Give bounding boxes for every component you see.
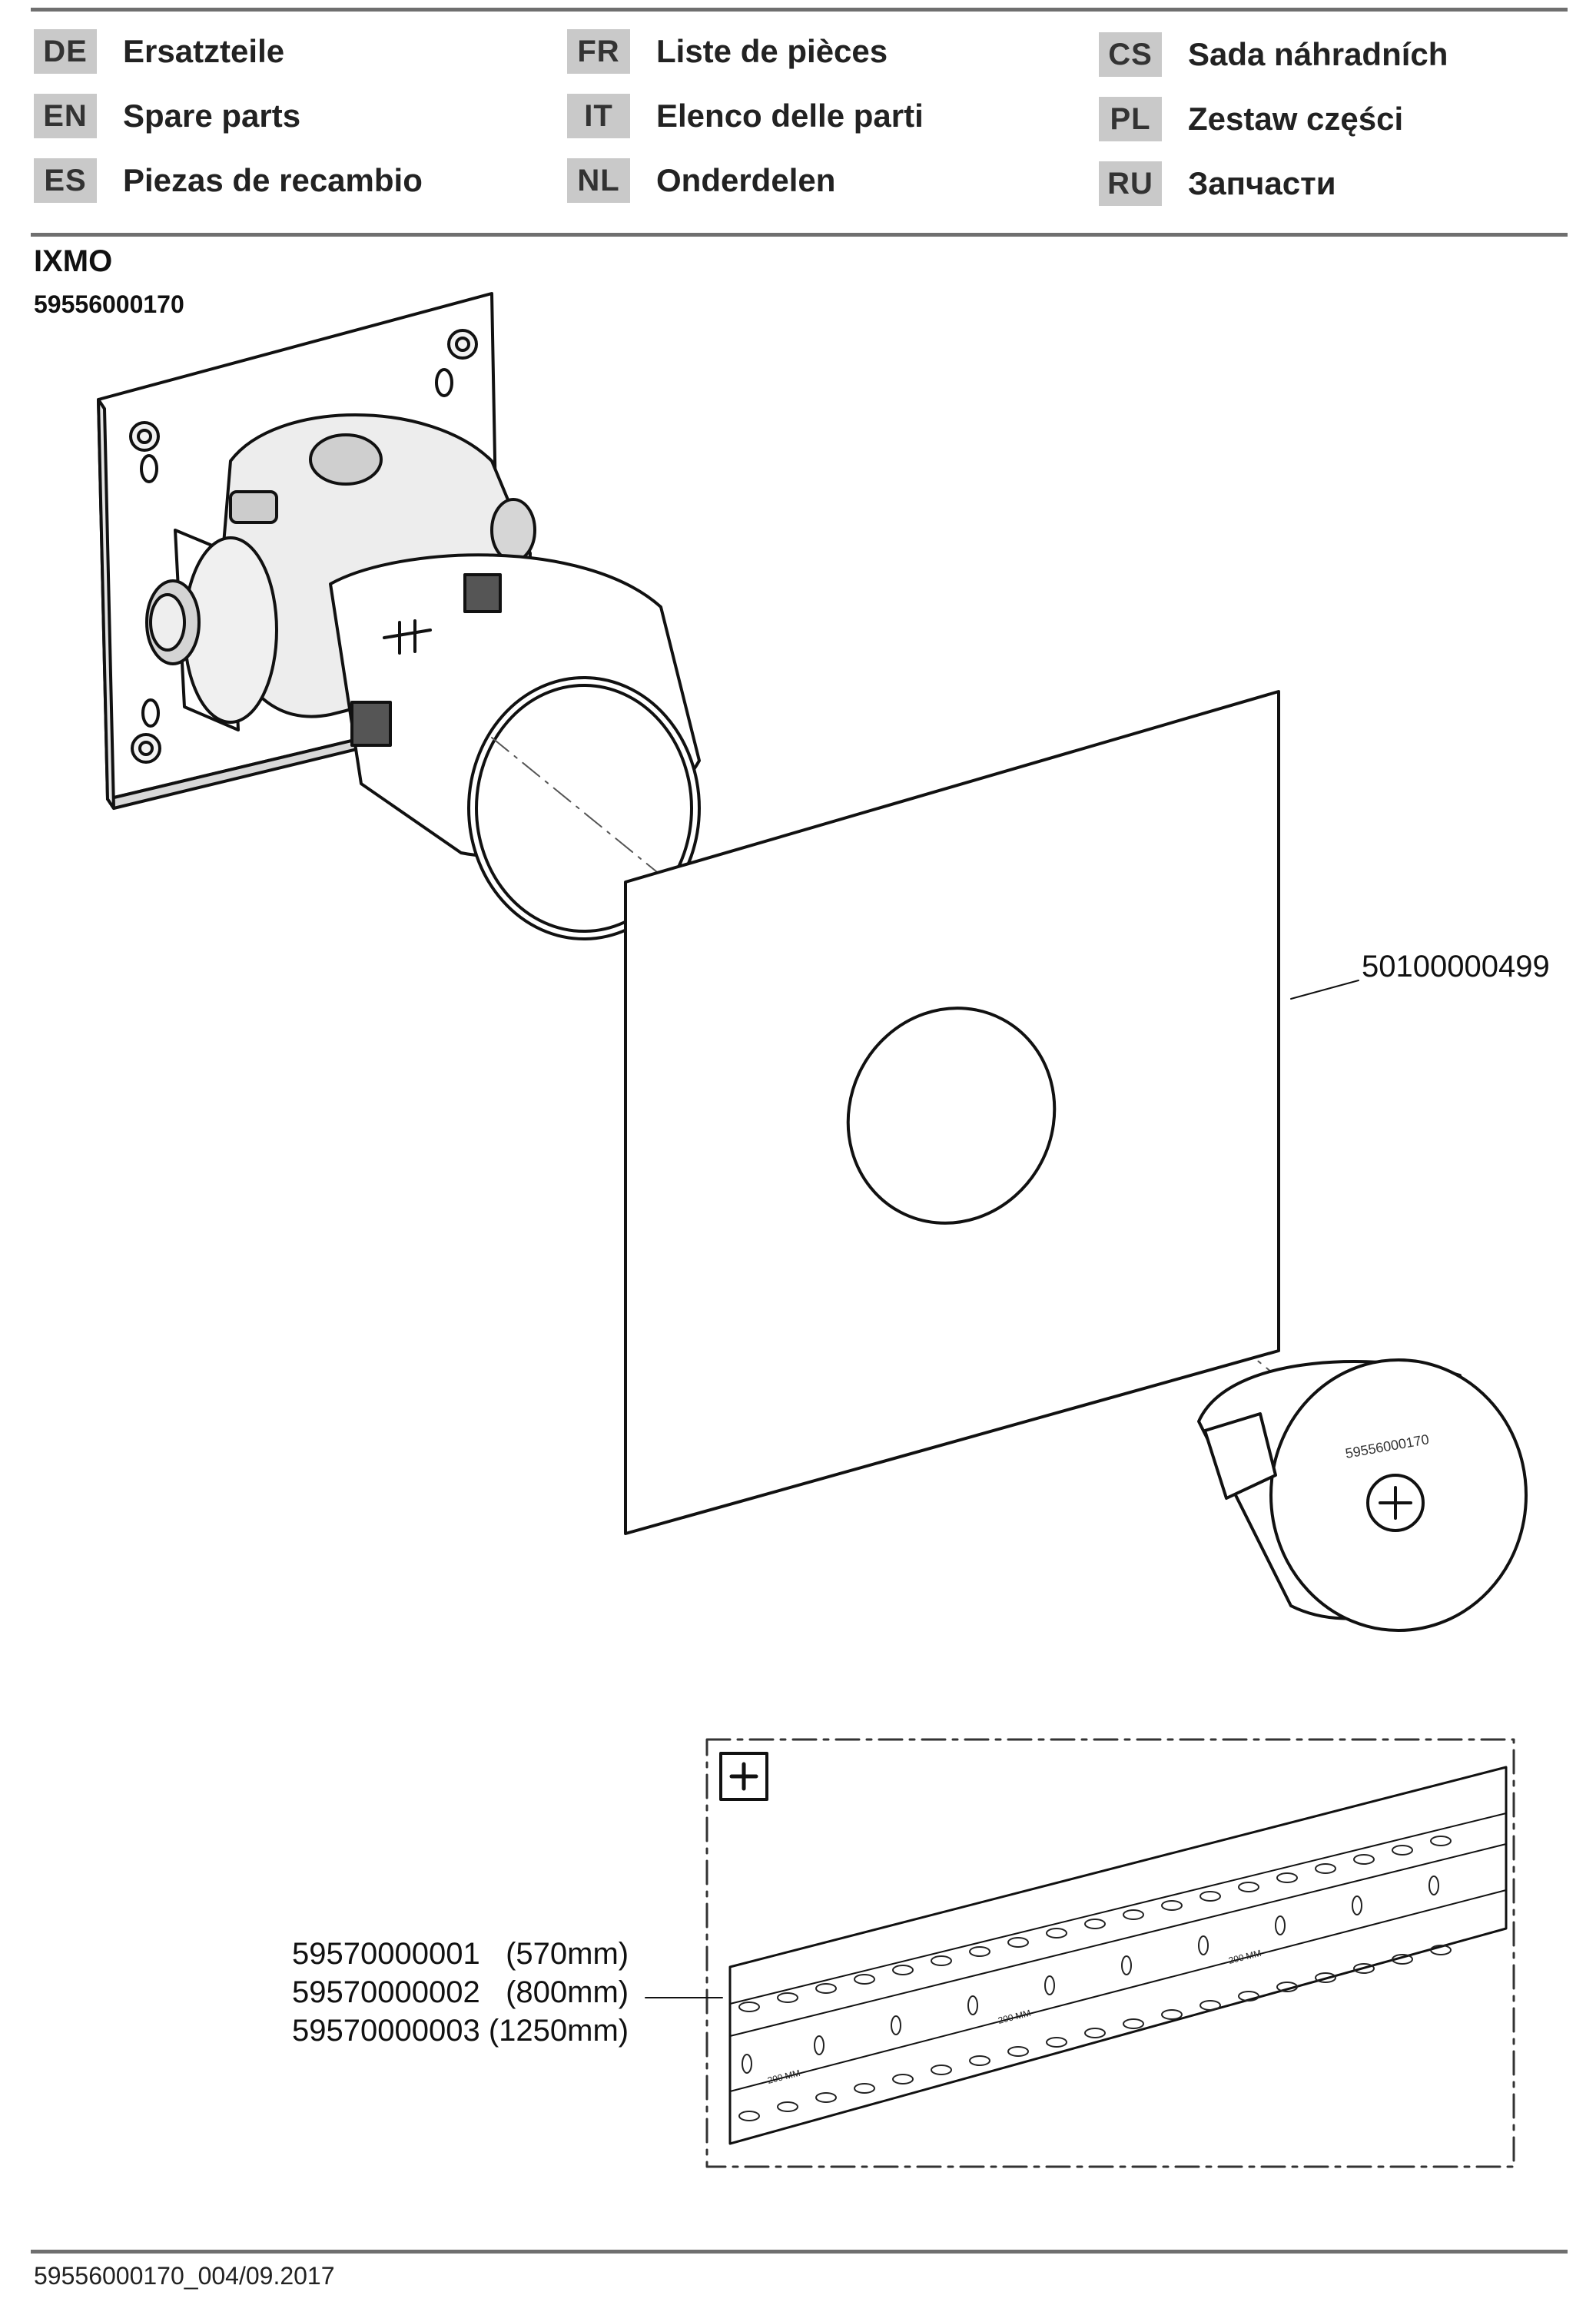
language-code-badge: RU: [1099, 161, 1162, 206]
rail-part-row: 59570000002 (800mm): [292, 1973, 629, 2011]
language-row-en: EN Spare parts: [34, 94, 300, 138]
language-label: Zestaw części: [1188, 101, 1404, 137]
rail-length: (800mm): [506, 1975, 629, 2009]
language-row-cs: CS Sada náhradních: [1099, 32, 1448, 77]
rail-part-numbers: 59570000001 (570mm) 59570000002 (800mm) …: [292, 1935, 629, 2050]
language-row-it: IT Elenco delle parti: [567, 94, 924, 138]
top-rule: [31, 8, 1568, 12]
seal-plate: [624, 690, 1359, 1535]
language-row-es: ES Piezas de recambio: [34, 158, 423, 203]
language-code-badge: IT: [567, 94, 630, 138]
language-label: Onderdelen: [656, 162, 836, 198]
language-row-pl: PL Zestaw części: [1099, 97, 1403, 141]
product-code: 59556000170: [34, 290, 184, 318]
language-label: Ersatzteile: [123, 33, 285, 69]
rail-part-row: 59570000001 (570mm): [292, 1935, 629, 1973]
language-code-badge: CS: [1099, 32, 1162, 77]
language-code-badge: DE: [34, 29, 97, 74]
seal-plate-part-number: 50100000499: [1362, 950, 1550, 983]
rail-part-number: 59570000002: [292, 1975, 480, 2009]
language-label: Spare parts: [123, 98, 301, 134]
rail-part-row: 59570000003 (1250mm): [292, 2011, 629, 2050]
language-legend: DE Ersatzteile EN Spare parts ES Piezas …: [31, 29, 1568, 214]
language-code-badge: PL: [1099, 97, 1162, 141]
footer-rule: [31, 2250, 1568, 2254]
rail-detail-box: [645, 1738, 1515, 2168]
language-label: Liste de pièces: [656, 33, 888, 69]
product-name: IXMO: [34, 244, 113, 278]
rail-part-number: 59570000001: [292, 1937, 480, 1971]
language-row-nl: NL Onderdelen: [567, 158, 835, 203]
language-code-badge: ES: [34, 158, 97, 203]
language-row-de: DE Ersatzteile: [34, 29, 284, 74]
language-label: Piezas de recambio: [123, 162, 423, 198]
valve-body: [145, 413, 701, 940]
rail-length: (1250mm): [488, 2014, 629, 2048]
language-row-ru: RU Запчасти: [1099, 161, 1336, 206]
rail-part-number: 59570000003: [292, 2014, 480, 2048]
cover-cap: [1197, 1358, 1528, 1632]
rail-length: (570mm): [506, 1937, 629, 1971]
rail-slots: [738, 1836, 1452, 2121]
document-code: 59556000170_004/09.2017: [34, 2262, 335, 2290]
header-rule: [31, 233, 1568, 237]
language-code-badge: FR: [567, 29, 630, 74]
language-label: Elenco delle parti: [656, 98, 924, 134]
language-label: Sada náhradních: [1188, 36, 1448, 72]
language-code-badge: NL: [567, 158, 630, 203]
language-row-fr: FR Liste de pièces: [567, 29, 888, 74]
language-code-badge: EN: [34, 94, 97, 138]
language-label: Запчасти: [1188, 165, 1336, 201]
